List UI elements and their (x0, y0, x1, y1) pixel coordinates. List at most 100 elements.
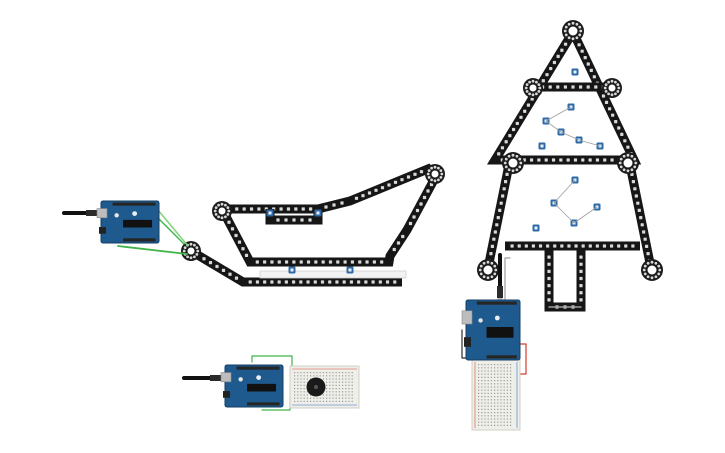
led-pixel (617, 244, 621, 248)
sleigh-data-wire[interactable] (157, 209, 189, 247)
led-pixel (320, 280, 325, 284)
arduino-uno-buzzer-controller[interactable] (220, 364, 284, 408)
hole (478, 367, 480, 369)
ornament-led (316, 211, 320, 215)
led-pixel (486, 276, 490, 280)
neopixel-tree-left-lower[interactable] (483, 159, 515, 269)
led-pixel (556, 54, 560, 58)
led-pixel (257, 207, 261, 211)
neopixel-ring-tree-star[interactable] (562, 20, 584, 42)
hole (338, 384, 340, 386)
tree-data-wire[interactable] (504, 257, 511, 301)
ornament-pixel[interactable] (571, 68, 579, 76)
buzzer-wire-green[interactable] (251, 355, 293, 369)
hole (303, 378, 305, 380)
ornament-pixel[interactable] (532, 224, 540, 232)
neopixel-tree-trunk-body (544, 250, 586, 312)
neopixel-tree-trunk[interactable] (544, 250, 586, 312)
led-pixel (616, 90, 620, 93)
hole (487, 405, 489, 407)
neopixel-sleigh-outline[interactable] (214, 163, 441, 267)
piezo-buzzer[interactable] (306, 377, 326, 397)
hole (500, 405, 502, 407)
hole (500, 386, 502, 388)
hole (500, 408, 502, 410)
ornament-pixel[interactable] (314, 209, 322, 217)
led-pixel (567, 244, 571, 248)
neopixel-ring-sleigh-back[interactable] (212, 201, 232, 221)
sleigh-data-wire[interactable] (155, 215, 185, 245)
hole (329, 381, 331, 383)
neopixel-ring-sleigh-front[interactable] (181, 241, 201, 261)
neopixel-ring-tree-base-left[interactable] (477, 259, 499, 281)
led-pixel (437, 166, 440, 170)
hole (490, 412, 492, 414)
hole (494, 364, 496, 366)
led-pixel (429, 182, 434, 187)
led-pixel (234, 233, 238, 238)
hole (306, 375, 308, 377)
power-jack (464, 337, 471, 347)
hole (494, 373, 496, 375)
led-pixel (419, 202, 423, 206)
hole (494, 396, 496, 398)
hole (500, 370, 502, 372)
hole (300, 391, 302, 393)
arduino-uno-tree-controller[interactable] (461, 299, 521, 361)
led-pixel (523, 109, 527, 113)
led-pixel (321, 260, 325, 264)
led-pixel (566, 158, 570, 162)
hole (484, 405, 486, 407)
digital-header (236, 366, 280, 370)
neopixel-ring-tree-mid-left[interactable] (502, 152, 524, 174)
sleigh-power-wire[interactable] (117, 245, 188, 255)
tree-ornament-wire[interactable] (553, 179, 598, 224)
neopixel-ring-tree-upper-right[interactable] (602, 78, 622, 98)
led-pixel (202, 257, 206, 261)
hole (497, 402, 499, 404)
ornament-pixel[interactable] (346, 266, 354, 274)
breadboard-buzzer[interactable] (289, 365, 360, 409)
hole (503, 367, 505, 369)
led-pixel (505, 172, 509, 176)
arduino-uno-sleigh-controller[interactable] (96, 200, 160, 244)
led-pixel (633, 187, 637, 191)
led-pixel (626, 145, 630, 149)
hole (484, 415, 486, 417)
hole (478, 418, 480, 420)
led-pixel (301, 207, 305, 211)
hole (506, 399, 508, 401)
hole (484, 364, 486, 366)
led-pixel (371, 280, 375, 284)
ornament-pixel[interactable] (288, 266, 296, 274)
neopixel-ring-tree-upper-left[interactable] (523, 78, 543, 98)
hole (481, 408, 483, 410)
ornament-pixel[interactable] (266, 209, 274, 217)
neopixel-sleigh-runner[interactable] (188, 247, 402, 287)
neopixel-tree-right-lower[interactable] (624, 159, 656, 269)
led-pixel (547, 276, 551, 281)
breadboard-tree[interactable] (471, 359, 521, 431)
hole (481, 392, 483, 394)
hole (478, 373, 480, 375)
neopixel-ring-sleigh-nose[interactable] (425, 164, 445, 184)
led-pixel (595, 244, 599, 248)
hole (503, 364, 505, 366)
neopixel-tree-base-bar[interactable] (505, 241, 640, 251)
hole (510, 392, 512, 394)
neopixel-ring-tree-base-right[interactable] (641, 259, 663, 281)
hole (322, 397, 324, 399)
tree-ornament-wire[interactable] (545, 106, 601, 147)
hole (497, 418, 499, 420)
ornament-pixel[interactable] (538, 142, 546, 150)
hole (497, 392, 499, 394)
hole (297, 391, 299, 393)
reset-button (238, 377, 243, 382)
led-pixel (574, 244, 578, 248)
hole (297, 375, 299, 377)
led-pixel (631, 180, 635, 184)
neopixel-tree-upper-bar[interactable] (535, 82, 611, 92)
led-pixel (549, 66, 553, 71)
neopixel-ring-tree-mid-right[interactable] (617, 152, 639, 174)
